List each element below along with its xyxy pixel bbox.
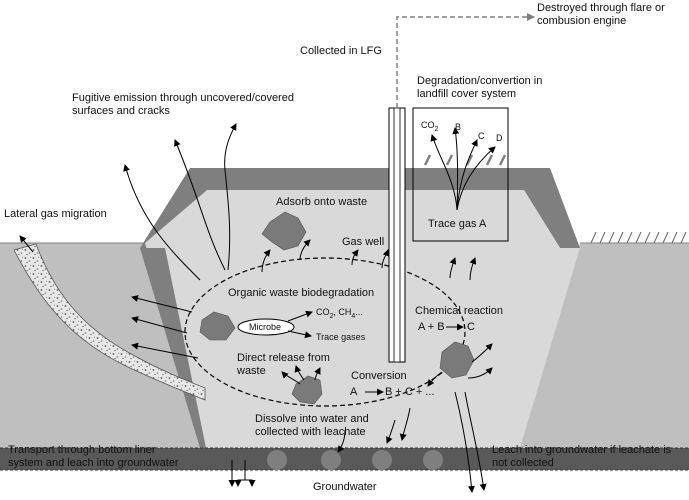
label-c: C [478,131,485,141]
label-transport-line1: Transport through bottom liner [8,444,156,456]
trace-gas-branches [430,127,496,211]
chemical-arrows [427,343,493,387]
label-trace-gas-a: Trace gas A [428,218,487,230]
label-co2-box: CO2 [421,120,438,135]
label-direct-release-line1: Direct release from [237,352,330,364]
label-dissolve: Dissolve into water and collected with l… [255,413,369,439]
label-dissolve-line2: collected with leachate [255,426,366,438]
label-degradation-line2: landfill cover system [417,88,517,100]
label-fugitive-line1: Fugitive emission through uncovered/cove… [72,92,294,104]
cover-grass [423,154,507,166]
label-destroyed-line1: Destroyed through flare or [537,2,665,14]
label-fugitive: Fugitive emission through uncovered/cove… [72,92,294,118]
leachate-pipe-4 [423,450,443,470]
co2-sub: 2 [434,125,439,133]
leachate-pipe-1 [267,450,287,470]
fugitive-arrows [123,123,237,281]
label-gas-well: Gas well [342,236,385,248]
leachate-pipe-3 [372,450,392,470]
label-organic: Organic waste biodegradation [228,287,375,299]
co2-ch4-sub: 2 [329,312,334,320]
label-direct-release-line2: waste [237,365,266,377]
microbe-arrow-co2 [287,310,313,322]
label-chemical-reaction: Chemical reaction [415,305,504,317]
label-reaction-left: A + B [418,321,445,333]
upward-arrows [261,239,477,281]
label-trace-gases: Trace gases [316,332,366,342]
groundwater-band [0,448,689,470]
co2-ch4-rest: , CH [333,307,352,317]
landfill-liner [140,248,206,448]
co2-ch4-text: CO [316,307,330,317]
label-lateral: Lateral gas migration [4,208,107,220]
co2-ch4-tail: ... [355,307,363,317]
label-conversion-a: A [350,386,358,398]
waste-zone-ellipse [184,257,466,407]
ch4-sub: 4 [351,312,356,320]
leachate-pipe-2 [321,450,341,470]
label-degradation: Degradation/convertion in landfill cover… [417,75,542,101]
label-groundwater: Groundwater [313,481,377,493]
grass-right [590,231,687,244]
direct-release-arrows [281,365,321,385]
label-conversion-rest: B + C + ... [385,386,435,398]
waste-rock-adsorb [261,211,307,251]
label-collected-lfg: Collected in LFG [300,45,382,57]
label-destroyed: Destroyed through flare or combusion eng… [537,2,665,28]
label-dissolve-line1: Dissolve into water and [255,413,369,425]
landfill-body [145,190,580,448]
downward-arrows [228,391,487,493]
waste-rock-chemical [439,341,475,379]
label-conversion: Conversion [351,370,407,382]
lateral-arrow [19,235,34,253]
label-leach: Leach into groundwater if leachate is no… [492,444,671,470]
waste-rock-biodeg [199,311,236,341]
cover-system-box [412,107,509,242]
label-transport-line2: system and leach into groundwater [8,457,179,469]
co2-text: CO [421,120,435,130]
landfill-cover [140,168,580,248]
lateral-out-arrows [131,295,199,359]
label-b: B [455,122,462,132]
label-microbe: Microbe [249,322,282,332]
label-leach-line2: not collected [492,457,554,469]
lfg-collection-path [396,13,535,108]
lateral-migration-band [13,243,206,401]
label-d: D [496,133,503,143]
waste-rock-direct [291,375,323,405]
ground-right [518,243,689,448]
label-adsorb: Adsorb onto waste [276,196,368,208]
label-direct-release: Direct release from waste [237,352,330,378]
label-transport: Transport through bottom liner system an… [8,444,179,470]
label-leach-line1: Leach into groundwater if leachate is [492,444,672,456]
microbe-arrow-trace [287,330,312,339]
label-degradation-line1: Degradation/convertion in [417,75,543,87]
label-co2-ch4: CO2, CH4... [316,307,363,322]
label-destroyed-line2: combusion engine [537,15,627,27]
label-fugitive-line2: surfaces and cracks [72,105,170,117]
microbe-oval [237,318,295,336]
label-reaction-right: C [467,321,475,333]
gas-well-inner [393,107,401,363]
